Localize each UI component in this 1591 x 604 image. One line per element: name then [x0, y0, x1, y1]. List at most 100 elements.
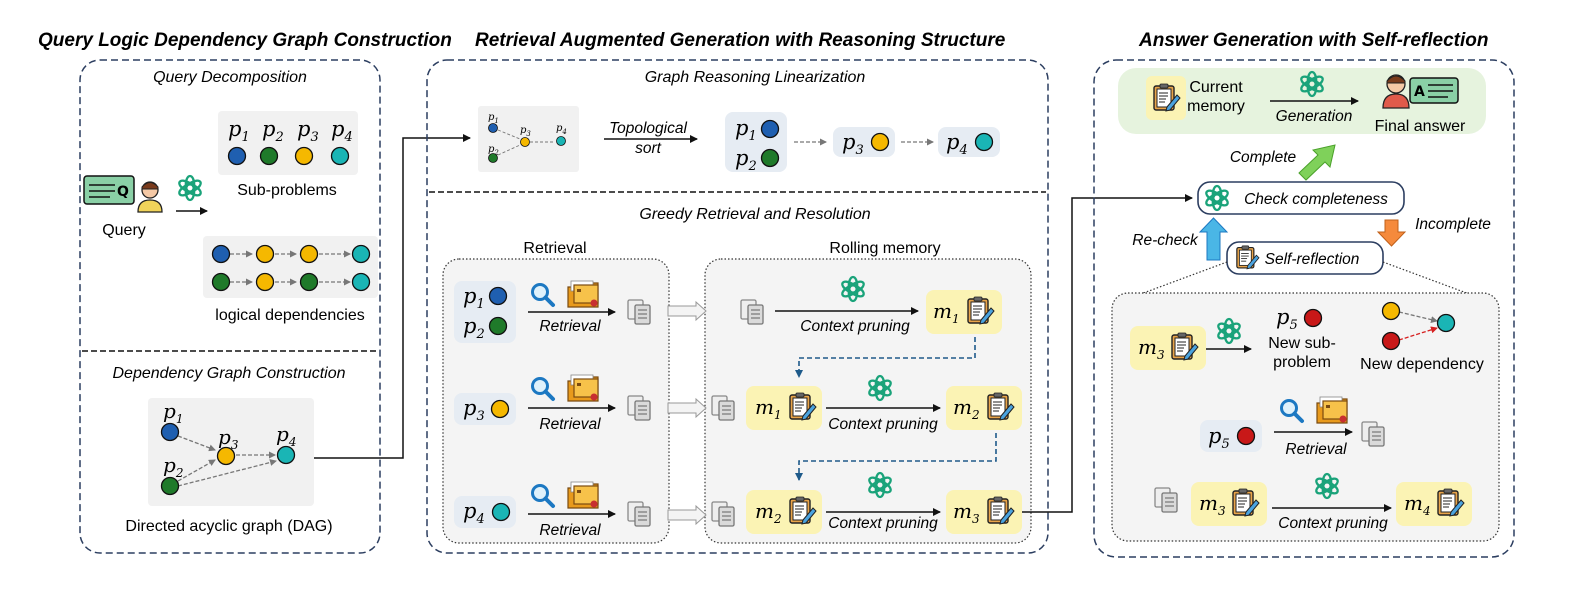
node-p3 — [294, 146, 314, 166]
row2-transfer-arrow — [667, 397, 707, 419]
mini-dag-graph: p1 p2 p3 p4 — [488, 112, 567, 163]
query-decomposition-title: Query Decomposition — [153, 69, 307, 86]
complete-label: Complete — [1230, 149, 1297, 166]
svg-text:p4: p4 — [331, 117, 353, 145]
svg-text:m3: m3 — [1138, 335, 1165, 362]
svg-text:m1: m1 — [933, 299, 960, 326]
row3-retrieval-label: Retrieval — [539, 522, 601, 539]
self-reflection-detail — [1111, 292, 1500, 542]
incomplete-arrow — [1376, 219, 1407, 247]
rolling-memory-title: Rolling memory — [829, 240, 940, 257]
svg-text:p4: p4 — [276, 422, 296, 449]
folder-icon — [567, 280, 599, 308]
svg-text:p5: p5 — [1208, 424, 1230, 452]
openai-logo-icon — [176, 174, 204, 202]
row1-retrieval-label: Retrieval — [539, 318, 601, 335]
panel-answer-generation — [1093, 59, 1515, 558]
incomplete-label: Incomplete — [1415, 216, 1491, 233]
svg-text:p4: p4 — [463, 499, 485, 527]
row1-context-pruning-label: Context pruning — [800, 318, 910, 335]
p5-retrieval-label: Retrieval — [1285, 441, 1347, 458]
svg-text:p4: p4 — [946, 130, 968, 158]
svg-text:p3: p3 — [297, 117, 319, 145]
svg-text:m2: m2 — [755, 499, 782, 526]
dag-title: Dependency Graph Construction — [112, 365, 345, 382]
new-p5-label: p5 — [1276, 305, 1298, 333]
node-p4 — [330, 146, 350, 166]
svg-text:p1: p1 — [735, 116, 757, 144]
logical-deps-label: logical dependencies — [215, 307, 364, 324]
svg-text:m3: m3 — [953, 499, 980, 526]
new-subproblem-label: New sub-problem — [1268, 335, 1336, 371]
panel-query-logic — [79, 59, 381, 554]
svg-text:p4: p4 — [556, 123, 567, 136]
svg-text:p3: p3 — [463, 396, 485, 424]
subproblems-label: Sub-problems — [237, 182, 337, 199]
logical-deps-graph — [211, 244, 371, 292]
query-label: Query — [102, 222, 146, 239]
check-completeness-label: Check completeness — [1244, 191, 1388, 208]
self-reflection-box — [1226, 241, 1384, 275]
recheck-arrow — [1198, 217, 1229, 261]
svg-text:p3: p3 — [218, 425, 239, 452]
folder-icon — [567, 481, 599, 509]
linearization-title: Graph Reasoning Linearization — [645, 69, 866, 86]
retrieval-column-title: Retrieval — [523, 240, 586, 257]
row2-retrieval-label: Retrieval — [539, 416, 601, 433]
svg-text:p1: p1 — [163, 399, 183, 426]
svg-text:m2: m2 — [953, 395, 980, 422]
node-p2 — [259, 146, 279, 166]
heading-rag-reasoning: Retrieval Augmented Generation with Reas… — [475, 30, 1006, 51]
subproblem-vars: p1 p2 p3 p4 — [228, 117, 353, 145]
final-answer-label: Final answer — [1375, 118, 1466, 135]
svg-text:p2: p2 — [463, 314, 485, 342]
new-dependency-graph — [1381, 301, 1456, 351]
svg-text:p3: p3 — [520, 125, 531, 138]
answer-person-icon — [1382, 74, 1410, 109]
generation-label: Generation — [1276, 108, 1353, 125]
query-chat-icon: Q — [83, 175, 135, 205]
new-dependency-label: New dependency — [1360, 356, 1484, 373]
folder-icon — [567, 374, 599, 402]
greedy-title: Greedy Retrieval and Resolution — [639, 206, 870, 223]
dag-graph: p1 p3 p4 p2 — [160, 399, 296, 496]
new-node-p5 — [1303, 308, 1323, 328]
seq-node-p3 — [870, 132, 890, 152]
svg-text:p1: p1 — [228, 117, 250, 145]
person-icon — [137, 181, 163, 213]
svg-text:p2: p2 — [163, 453, 183, 480]
folder-icon — [1316, 396, 1348, 424]
logical-deps-box — [203, 236, 378, 298]
answer-card-icon: A — [1409, 77, 1459, 104]
check-completeness-box — [1197, 181, 1405, 215]
seq-node-p4 — [974, 132, 994, 152]
recheck-label: Re-check — [1132, 232, 1199, 249]
svg-text:A: A — [1414, 84, 1425, 100]
row3-context-pruning-label: Context pruning — [828, 515, 938, 532]
m2-carry-arrow — [795, 433, 997, 481]
svg-text:p1: p1 — [463, 284, 485, 312]
svg-text:Q: Q — [117, 184, 129, 200]
m3-to-check-connector — [1022, 194, 1193, 513]
svg-text:p3: p3 — [842, 130, 864, 158]
seq-node-p1 — [760, 119, 780, 139]
seq-node-p2 — [760, 148, 780, 168]
svg-text:m3: m3 — [1199, 491, 1226, 518]
subproblems-box — [218, 111, 358, 175]
row3-transfer-arrow — [667, 504, 707, 526]
svg-text:p2: p2 — [735, 146, 757, 174]
svg-text:m1: m1 — [755, 395, 782, 422]
row1-transfer-arrow — [667, 300, 707, 322]
complete-arrow — [1298, 144, 1336, 181]
svg-text:m4: m4 — [1404, 491, 1431, 518]
self-reflection-label: Self-reflection — [1265, 251, 1360, 268]
panel-rag-reasoning — [426, 59, 1049, 554]
heading-query-logic: Query Logic Dependency Graph Constructio… — [38, 30, 452, 51]
heading-answer-generation: Answer Generation with Self-reflection — [1138, 30, 1488, 51]
svg-text:p2: p2 — [262, 117, 284, 145]
dag-to-linearization-connector — [314, 134, 471, 459]
dag-label: Directed acyclic graph (DAG) — [125, 518, 332, 535]
node-p1 — [227, 146, 247, 166]
